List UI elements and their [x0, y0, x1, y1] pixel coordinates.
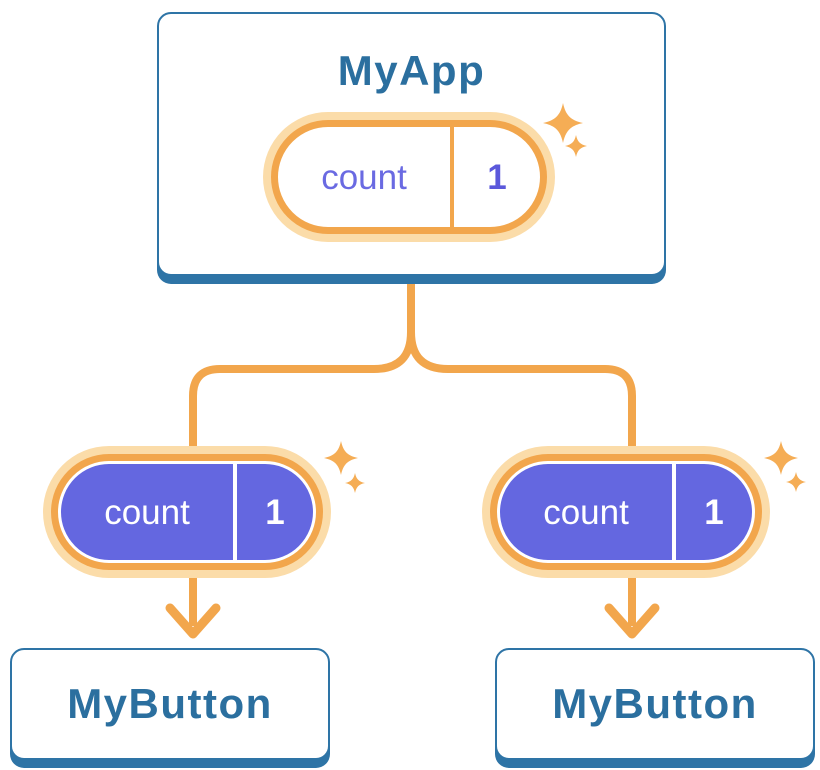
component-title-myapp: MyApp	[337, 47, 486, 94]
component-card-mybutton-left: MyButton	[10, 648, 330, 760]
sparkle-icon	[345, 473, 365, 493]
component-title-mybutton: MyButton	[67, 680, 273, 727]
sparkle-icon	[543, 103, 583, 143]
arrow-left-head	[165, 603, 221, 639]
state-name-label: count	[321, 157, 407, 197]
pill-divider	[672, 464, 676, 560]
state-pill-right-mybutton: count 1	[497, 461, 755, 563]
sparkle-icon	[764, 441, 798, 475]
sparkle-icon	[324, 441, 358, 475]
connector-left-branch	[189, 281, 415, 447]
state-value-label: 1	[704, 492, 724, 532]
pill-divider	[233, 464, 237, 560]
state-name-label: count	[104, 492, 190, 532]
state-pill-myapp: count 1	[271, 120, 547, 234]
pill-divider	[450, 127, 454, 227]
arrow-right-head	[604, 603, 660, 639]
sparkle-icon	[786, 472, 806, 492]
state-value-label: 1	[487, 157, 507, 197]
component-card-mybutton-right: MyButton	[495, 648, 815, 760]
connector-right-branch	[407, 281, 636, 447]
state-pill-left-mybutton: count 1	[58, 461, 316, 563]
component-title-mybutton: MyButton	[552, 680, 758, 727]
state-value-label: 1	[265, 492, 285, 532]
sparkle-icon	[565, 135, 587, 157]
state-name-label: count	[543, 492, 629, 532]
